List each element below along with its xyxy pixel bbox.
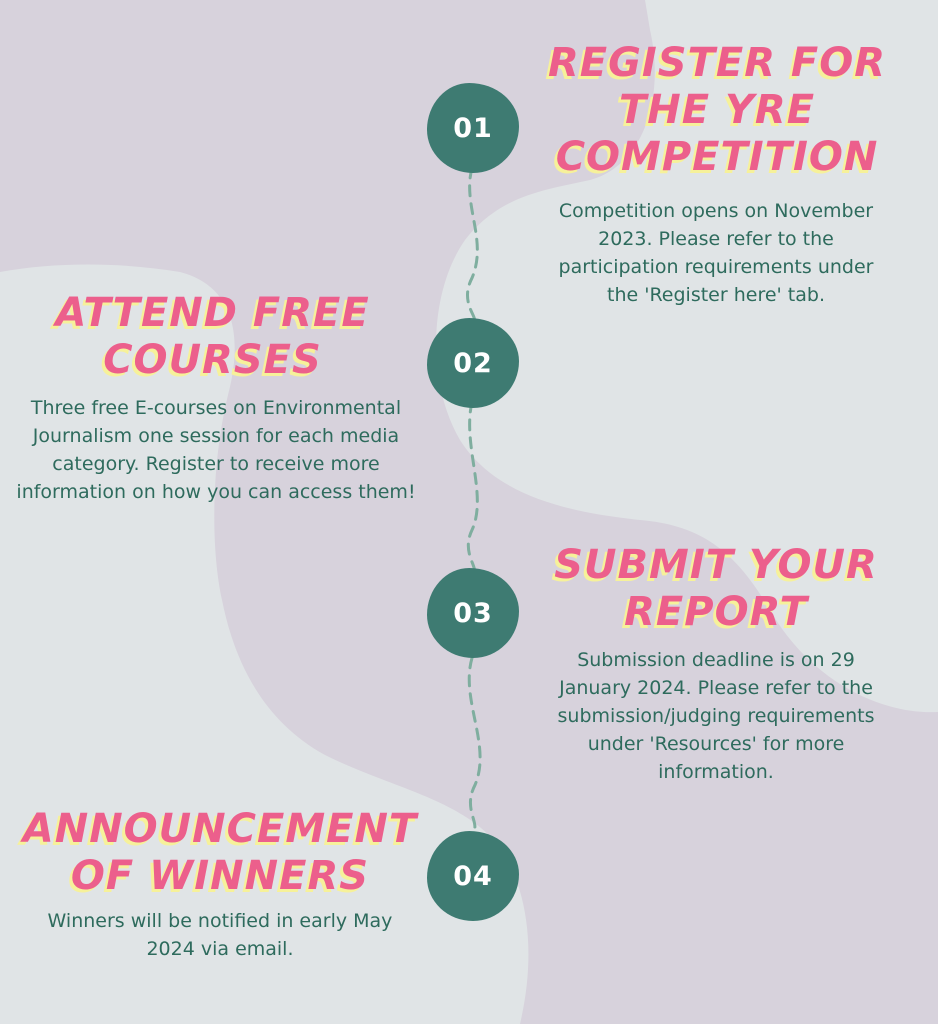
step-number-badge: 02	[427, 318, 519, 408]
step-title: ATTEND FREE COURSES	[55, 290, 370, 383]
step-description: Competition opens on November 2023. Plea…	[558, 200, 874, 306]
step-title: REGISTER FOR THE YRE COMPETITION	[547, 40, 887, 180]
background-blob-top-right	[436, 0, 938, 713]
step-description: Submission deadline is on 29 January 202…	[557, 649, 875, 783]
step-number-badge: 01	[427, 83, 519, 173]
step-number-badge: 03	[427, 568, 519, 658]
step-description: Three free E-courses on Environmental Jo…	[16, 397, 416, 503]
step-title: SUBMIT YOUR REPORT	[554, 542, 878, 635]
timeline-connector	[466, 166, 482, 834]
step-number-badge: 04	[427, 831, 519, 921]
background-blob-bottom-left	[0, 264, 529, 1024]
step-description: Winners will be notified in early May 20…	[47, 910, 393, 960]
step-title: ANNOUNCEMENT OF WINNERS	[22, 806, 418, 899]
